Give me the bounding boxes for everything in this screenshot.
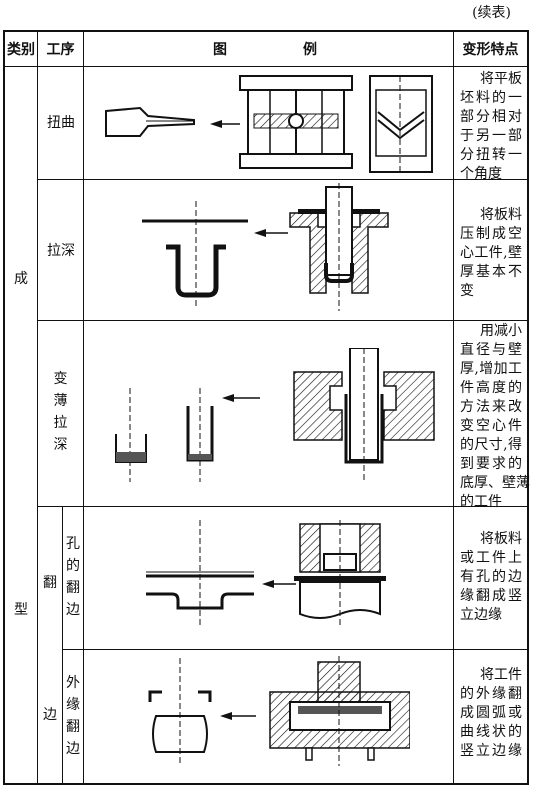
process-deep-drawing: 拉深 <box>47 243 75 259</box>
desc-ironing: 用减小 直径与壁 厚,增加工 件高度的 方法来改 变空心件 的尺寸,得 到要求的… <box>460 323 530 510</box>
header-process: 工序 <box>46 42 75 58</box>
twist-illustration <box>105 75 433 173</box>
category-char-2: 型 <box>14 602 28 618</box>
process-flanging-group-1: 翻 <box>43 575 57 591</box>
process-hole-flanging: 孔的翻边 <box>66 536 80 618</box>
process-twist: 扭曲 <box>47 115 75 131</box>
hole-flanging-illustration <box>146 520 386 628</box>
desc-outer-flanging: 将工件 的外缘翻 成圆弧或 曲线状的 竖立边缘 <box>460 667 522 759</box>
category-char-1: 成 <box>14 271 28 287</box>
outer-flanging-illustration <box>148 656 410 766</box>
ironing-illustration <box>115 348 435 482</box>
process-ironing: 变薄拉深 <box>53 371 68 453</box>
desc-twist: 将平板 坯料的一 部分相对 于另一部 分扭转一 个角度 <box>460 71 522 182</box>
continued-label: (续表) <box>472 5 511 21</box>
header-illustration-a: 图 <box>213 42 227 58</box>
header-features: 变形特点 <box>462 42 519 58</box>
process-outer-flanging: 外缘翻边 <box>66 675 80 757</box>
deep-drawing-illustration <box>142 183 389 311</box>
process-flanging-group-2: 边 <box>43 707 57 723</box>
desc-deep-drawing: 将板料 压制成空 心工件,壁 厚基本不 变 <box>460 207 522 299</box>
desc-hole-flanging: 将板料 或工件上 有孔的边 缘翻成竖 立边缘 <box>460 531 522 623</box>
header-category: 类别 <box>7 42 35 58</box>
process-table: 类别 工序 图 例 变形特点 成 型 扭曲 拉深 变薄拉深 翻 边 孔的翻边 外… <box>3 30 530 785</box>
header-illustration-b: 例 <box>303 42 317 58</box>
